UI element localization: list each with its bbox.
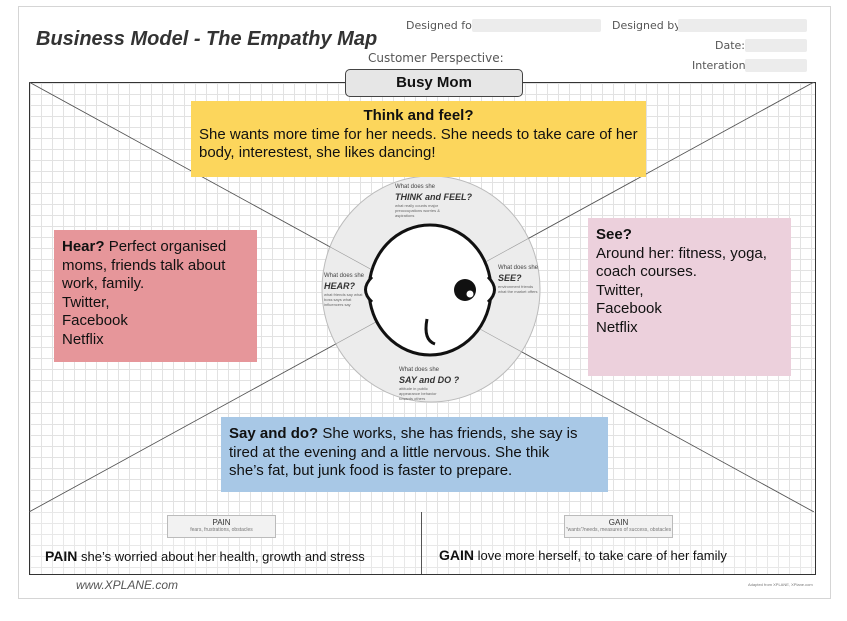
footer-credit: Adapted from XPLANE, XPlane.com (748, 582, 813, 587)
hear-line: moms, friends talk about (62, 256, 226, 274)
date-label: Date: (715, 39, 745, 52)
pain-tag-title: PAIN (212, 518, 231, 527)
hear-line: Netflix (62, 330, 104, 348)
date-field[interactable] (745, 39, 807, 52)
gain-tag-sub: "wants"/needs, measures of success, obst… (565, 527, 672, 533)
ear-left-icon (364, 275, 374, 304)
pain-tag-sub: fears, frustrations, obstacles (190, 527, 253, 533)
footer-url[interactable]: www.XPLANE.com (76, 578, 179, 592)
persona-badge[interactable]: Busy Mom (345, 69, 523, 97)
page-title: Business Model - The Empathy Map (36, 28, 378, 50)
say-line: She works, she has friends, she say is (318, 425, 578, 442)
eye-icon (454, 279, 476, 301)
gain-tag-title: GAIN (608, 518, 629, 527)
designed-for-label: Designed for: (406, 19, 480, 32)
ear-right-icon (486, 275, 496, 304)
say-line: tired at the evening and a little nervou… (229, 443, 550, 461)
hear-heading: Hear? (62, 238, 105, 255)
hear-line: Facebook (62, 312, 128, 329)
gain-tag: GAIN "wants"/needs, measures of success,… (564, 515, 673, 538)
hear-line: Twitter, (62, 293, 110, 311)
designed-by-label: Designed by: (612, 19, 684, 32)
think-heading: Think and feel? (363, 107, 474, 124)
see-note[interactable]: See? Around her: fitness, yoga, coach co… (588, 218, 791, 376)
gain-entry[interactable]: GAIN love more herself, to take care of … (439, 547, 727, 563)
designed-for-field[interactable] (472, 19, 601, 32)
think-body: She wants more time for her needs. She n… (199, 125, 638, 162)
hear-prompt-small: What does she (324, 273, 365, 279)
hear-prompt-big: HEAR? (324, 281, 355, 291)
iteration-field[interactable] (745, 59, 807, 72)
say-prompt-sub: attitude in public appearance behavior t… (399, 386, 437, 401)
think-and-feel-note[interactable]: Think and feel? She wants more time for … (191, 101, 646, 177)
mouth-icon (424, 318, 436, 346)
hear-line: Perfect organised (104, 238, 227, 255)
see-line: Netflix (596, 318, 638, 336)
pain-entry[interactable]: PAIN she’s worried about her health, gro… (45, 548, 365, 564)
designed-by-field[interactable] (678, 19, 807, 32)
say-and-do-note[interactable]: Say and do? She works, she has friends, … (221, 417, 608, 492)
say-line: she’s fat, but junk food is faster to pr… (229, 462, 513, 479)
pain-text: she’s worried about her health, growth a… (77, 549, 365, 564)
customer-perspective-label: Customer Perspective: (368, 51, 504, 65)
gain-text: love more herself, to take care of her f… (474, 548, 727, 563)
hear-note[interactable]: Hear? Perfect organised moms, friends ta… (54, 230, 257, 362)
hear-prompt-sub: what friends say what boss says what inf… (324, 292, 363, 307)
see-line: Facebook (596, 300, 662, 317)
see-line: Twitter, (596, 281, 644, 299)
say-prompt-small: What does she (399, 367, 440, 373)
think-prompt-small: What does she (395, 184, 436, 190)
see-prompt-small: What does she (498, 265, 539, 271)
see-heading: See? (596, 226, 632, 243)
think-prompt-big: THINK and FEEL? (395, 192, 472, 202)
iteration-label: Interation: (692, 59, 750, 72)
pain-gain-divider (421, 512, 422, 574)
say-prompt-big: SAY and DO ? (399, 375, 460, 385)
say-heading: Say and do? (229, 425, 319, 442)
head-icon (364, 223, 496, 357)
pain-tag: PAIN fears, frustrations, obstacles (167, 515, 276, 538)
hear-line: work, family. (62, 275, 145, 292)
think-prompt-sub: what really counts major preoccupations … (395, 203, 440, 218)
see-prompt-big: SEE? (498, 273, 522, 283)
map-diagram (29, 82, 814, 512)
see-line: Around her: fitness, yoga, (596, 244, 767, 262)
gain-label: GAIN (439, 547, 474, 563)
pain-label: PAIN (45, 548, 78, 564)
see-prompt-sub: environment friends what the market offe… (498, 284, 538, 294)
see-line: coach courses. (596, 263, 697, 280)
pain-gain-section (29, 512, 816, 575)
